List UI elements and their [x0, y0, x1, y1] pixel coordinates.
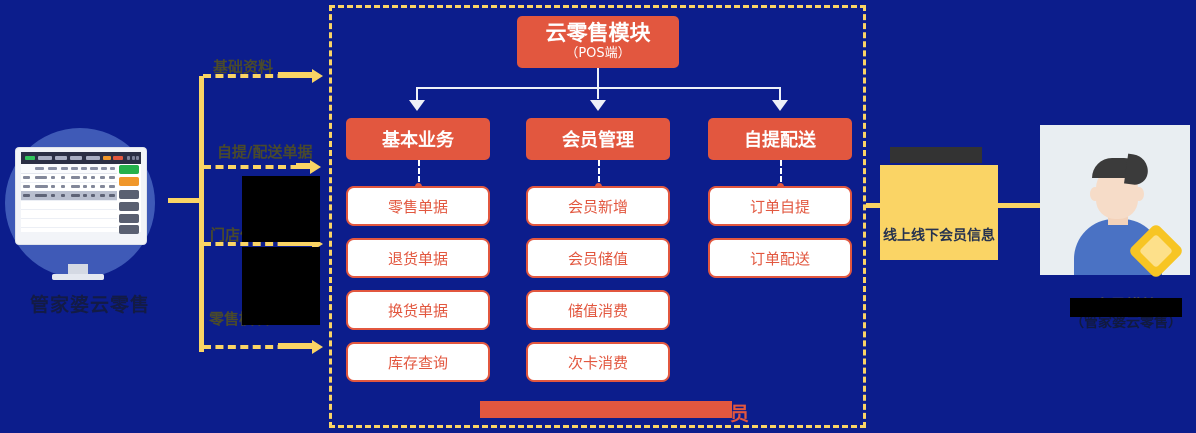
online-offline-member-label: 线上线下会员信息	[883, 228, 995, 244]
tree-drop-right	[779, 87, 781, 101]
bracket-arrow-4	[312, 340, 323, 354]
leaf-box[interactable]: 订单配送	[708, 238, 852, 278]
monitor-screen	[21, 152, 141, 234]
root-module-title: 云零售模块	[545, 20, 651, 45]
cloud-retail-module-container	[329, 5, 866, 428]
pos-grid	[21, 164, 141, 234]
pos-confirm-button[interactable]	[119, 165, 139, 174]
dashed-connector	[780, 160, 782, 182]
leaf-box[interactable]: 会员新增	[526, 186, 670, 226]
tree-arrow-left	[409, 100, 425, 111]
leaf-label: 次卡消费	[567, 353, 628, 372]
leaf-label: 订单自提	[749, 197, 810, 216]
avatar-ear-right	[1134, 187, 1144, 201]
table-row	[21, 209, 117, 219]
pos-monitor-illustration	[5, 128, 155, 280]
footer-visible-text: 员	[730, 403, 750, 425]
leaf-box[interactable]: 订单自提	[708, 186, 852, 226]
leaf-box[interactable]: 会员储值	[526, 238, 670, 278]
bracket-label-1: 基础资料	[213, 58, 274, 76]
redaction-block	[890, 147, 982, 163]
bracket-arrow-tail-2	[296, 163, 312, 169]
column-head-label: 会员管理	[562, 130, 634, 151]
leaf-label: 会员新增	[567, 197, 628, 216]
online-offline-member-box[interactable]	[880, 165, 998, 260]
pos-grid-header	[21, 164, 117, 174]
bracket-spine	[199, 76, 204, 352]
leaf-box[interactable]: 换货单据	[346, 290, 490, 330]
yellow-link-right	[996, 203, 1044, 208]
footer-redaction-bar	[480, 401, 732, 418]
tree-arrow-center	[590, 100, 606, 111]
leaf-label: 库存查询	[387, 353, 448, 372]
tree-branch	[416, 87, 781, 89]
leaf-label: 零售单据	[387, 197, 448, 216]
table-row	[21, 173, 117, 183]
avatar-caption-line2: （管家婆云零售）	[1070, 315, 1182, 332]
bracket-arrow-3	[312, 237, 323, 251]
bracket-arrow-tail-4	[278, 343, 314, 349]
leaf-label: 会员储值	[567, 249, 628, 268]
pos-pay-button[interactable]	[119, 177, 139, 186]
leaf-label: 订单配送	[749, 249, 810, 268]
left-panel-caption: 管家婆云零售	[29, 294, 150, 316]
redaction-block	[1070, 298, 1182, 317]
member-avatar-illustration	[1040, 125, 1190, 280]
column-head-member-management[interactable]: 会员管理	[526, 118, 670, 160]
bracket-dash-1	[203, 74, 298, 78]
root-module-subtitle: （POS端）	[565, 45, 631, 61]
avatar-hair-side	[1124, 153, 1150, 187]
bracket-connector-to-monitor	[168, 198, 202, 203]
leaf-box[interactable]: 次卡消费	[526, 342, 670, 382]
pos-action-button[interactable]	[119, 225, 139, 234]
column-head-label: 基本业务	[382, 130, 454, 151]
bracket-arrow-tail-1	[278, 72, 314, 78]
dashed-connector	[598, 160, 600, 182]
bracket-dash-2	[203, 165, 311, 169]
column-head-basic-business[interactable]: 基本业务	[346, 118, 490, 160]
leaf-box[interactable]: 库存查询	[346, 342, 490, 382]
leaf-label: 退货单据	[387, 249, 448, 268]
table-row-selected[interactable]	[21, 191, 117, 201]
monitor-frame	[16, 148, 146, 280]
leaf-label: 储值消费	[567, 301, 628, 320]
leaf-box[interactable]: 零售单据	[346, 186, 490, 226]
table-row	[21, 218, 117, 228]
monitor-stand	[68, 264, 88, 276]
table-row	[21, 200, 117, 210]
bracket-arrow-1	[312, 69, 323, 83]
column-head-pickup-delivery[interactable]: 自提配送	[708, 118, 852, 160]
redaction-block	[242, 176, 320, 242]
bracket-label-2: 自提/配送单据	[217, 143, 313, 161]
bracket-dash-4	[203, 345, 298, 349]
root-module-box[interactable]: 云零售模块 （POS端）	[517, 16, 679, 68]
redaction-block	[242, 247, 320, 325]
bracket-dash-3	[203, 242, 298, 246]
yellow-link-left	[866, 203, 884, 208]
pos-action-button[interactable]	[119, 202, 139, 211]
pos-toolbar	[21, 152, 141, 164]
monitor-base	[52, 274, 104, 280]
dashed-connector	[418, 160, 420, 182]
tree-drop-left	[416, 87, 418, 101]
pos-action-button[interactable]	[119, 214, 139, 223]
bracket-arrow-2	[310, 160, 321, 174]
leaf-box[interactable]: 退货单据	[346, 238, 490, 278]
leaf-label: 换货单据	[387, 301, 448, 320]
leaf-box[interactable]: 储值消费	[526, 290, 670, 330]
pos-action-button[interactable]	[119, 190, 139, 199]
column-head-label: 自提配送	[744, 130, 816, 151]
bracket-arrow-tail-3	[278, 240, 314, 246]
tree-arrow-right	[772, 100, 788, 111]
tree-trunk	[597, 68, 599, 99]
avatar-ear-left	[1090, 187, 1100, 201]
